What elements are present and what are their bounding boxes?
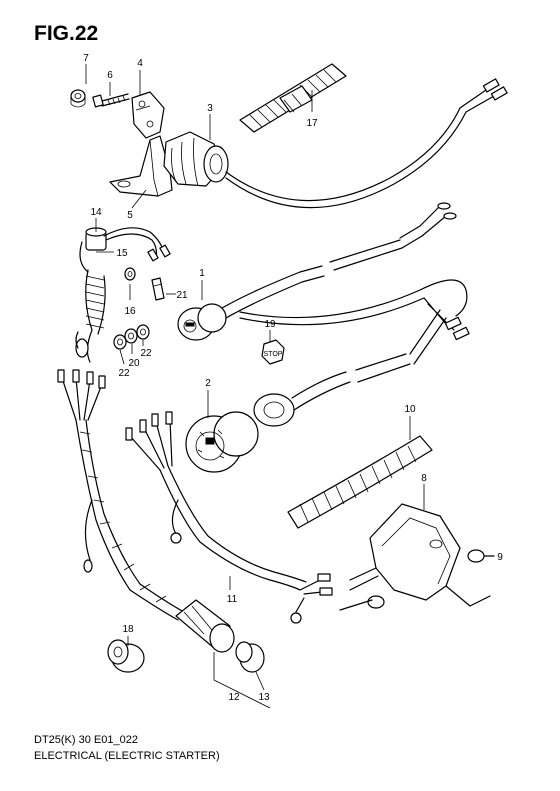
part-12-connector [175,599,235,653]
callout-11: 11 [227,594,238,605]
part-2-neutral-switch [185,309,447,473]
figure-caption: ELECTRICAL (ELECTRIC STARTER) [34,750,220,762]
part-20-washer [124,328,138,344]
part-17-corrugated-tube [239,63,347,133]
callout-6: 6 [107,70,113,81]
callout-22b: 22 [118,368,130,379]
callout-13: 13 [258,692,270,703]
callout-20: 20 [128,358,140,369]
part-3-main-switch [163,78,508,209]
part-4-bracket-plate [131,91,165,139]
callout-3: 3 [207,103,213,114]
callout-22: 22 [140,348,152,359]
part-21-clip [151,277,165,301]
part-10-corrugated-sleeve [287,435,433,529]
stop-plate-label: STOP [264,351,283,358]
callout-1: 1 [199,268,205,279]
callout-numbers: 7 6 4 3 5 17 14 15 1 21 16 20 22 22 19 2… [83,53,503,703]
callout-2: 2 [205,378,211,389]
part-7-nut [70,89,86,108]
main-wiring-harness [57,369,185,621]
part-16-clip [124,267,136,281]
callout-18: 18 [122,624,134,635]
callout-17: 17 [306,118,318,129]
callout-14: 14 [90,207,102,218]
callout-15: 15 [116,248,128,259]
callout-12: 12 [228,692,240,703]
part-15-lanyard-cord [75,269,106,363]
leader-lines [85,64,494,709]
model-code: DT25(K) 30 E01_022 [34,734,138,746]
callout-4: 4 [137,58,143,69]
figure-title: FIG.22 [34,22,99,45]
part-8-bracket-assembly [339,503,491,611]
part-5-bracket [109,135,173,197]
callout-8: 8 [421,473,427,484]
callout-16: 16 [124,306,136,317]
part-13-cap [235,641,265,673]
callout-5: 5 [127,210,133,221]
part-22-washer [113,324,150,350]
callout-21: 21 [176,290,188,301]
part-6-bolt [92,93,130,108]
part-18-grommet [107,639,145,673]
part-19-stop-plate: STOP [261,339,285,365]
part-1-switch [177,202,470,341]
callout-9: 9 [497,552,503,563]
callout-7: 7 [83,53,89,64]
part-11-sub-harness [125,411,333,624]
callout-10: 10 [404,404,416,415]
callout-19: 19 [264,319,276,330]
